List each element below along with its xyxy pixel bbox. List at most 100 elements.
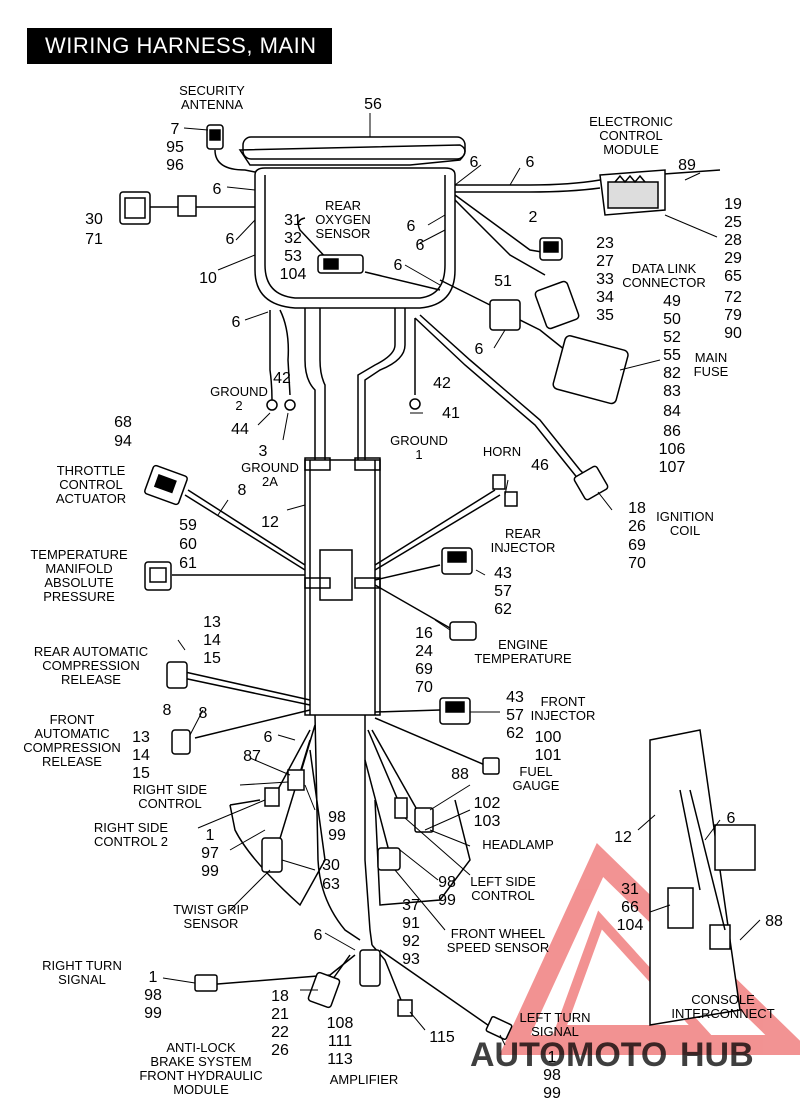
callout-51: 51 (494, 273, 512, 290)
rear-acr-connector (166, 661, 188, 689)
console-interconnect (649, 729, 756, 1026)
ecm-module (599, 169, 666, 216)
svg-text:MOTO: MOTO (566, 1036, 667, 1074)
connector-115 (397, 999, 413, 1017)
callout-6: 6 (226, 231, 235, 248)
horn-connectors (492, 474, 518, 507)
front-acr-connector (171, 729, 191, 755)
callout-46: 46 (531, 457, 549, 474)
data-link-connector (534, 237, 580, 330)
callout-6: 6 (394, 257, 403, 274)
svg-text:AUTO: AUTO (470, 1036, 566, 1074)
watermark-text: AUTO MOTO HUB (470, 1036, 754, 1074)
rear-injector-connector (441, 547, 473, 575)
callout-44: 44 (231, 421, 249, 438)
callout-8: 8 (238, 482, 247, 499)
callout-12: 12 (614, 829, 632, 846)
callout-6: 6 (264, 729, 273, 746)
right-side-control2-connector (264, 787, 280, 807)
svg-text:HUB: HUB (680, 1036, 754, 1074)
main-fuse-holder (489, 299, 629, 405)
callout-8: 8 (199, 705, 208, 722)
ignition-coil-connector (573, 465, 609, 501)
connector-30-71 (119, 191, 197, 225)
ground-terminals (266, 398, 421, 411)
label-amplifier: AMPLIFIER (330, 1072, 399, 1087)
twist-grip-connector (261, 837, 283, 873)
harness-lines (150, 136, 721, 1031)
callout-6: 6 (314, 927, 323, 944)
callout-8: 8 (163, 702, 172, 719)
callout-3: 3 (259, 443, 268, 460)
label-horn: HORN (483, 444, 521, 459)
callout-10: 10 (199, 270, 217, 287)
callout-88: 88 (451, 766, 469, 783)
callout-6: 6 (407, 218, 416, 235)
leader-lines (162, 113, 761, 1046)
callout-115: 115 (429, 1029, 455, 1046)
callout-12: 12 (261, 514, 279, 531)
callout-6: 6 (232, 314, 241, 331)
callout-6: 6 (526, 154, 535, 171)
callout-6: 6 (475, 341, 484, 358)
tmap-connector (144, 561, 172, 591)
right-side-control-connector (287, 769, 305, 791)
engine-temp-connector (449, 621, 477, 641)
right-turn-connector (194, 974, 218, 992)
page-title: WIRING HARNESS, MAIN (27, 28, 332, 64)
headlamp-connector (414, 807, 434, 833)
callout-89: 89 (678, 157, 696, 174)
callout-6: 6 (213, 181, 222, 198)
callout-88: 88 (765, 913, 783, 930)
label-headlamp: HEADLAMP (482, 837, 554, 852)
callout-6: 6 (727, 810, 736, 827)
callout-87: 87 (243, 748, 261, 765)
left-side-control-connector (394, 797, 408, 819)
callout-42: 42 (273, 370, 291, 387)
rear-oxygen-sensor-connector (317, 254, 364, 274)
amplifier-connector (359, 949, 381, 987)
